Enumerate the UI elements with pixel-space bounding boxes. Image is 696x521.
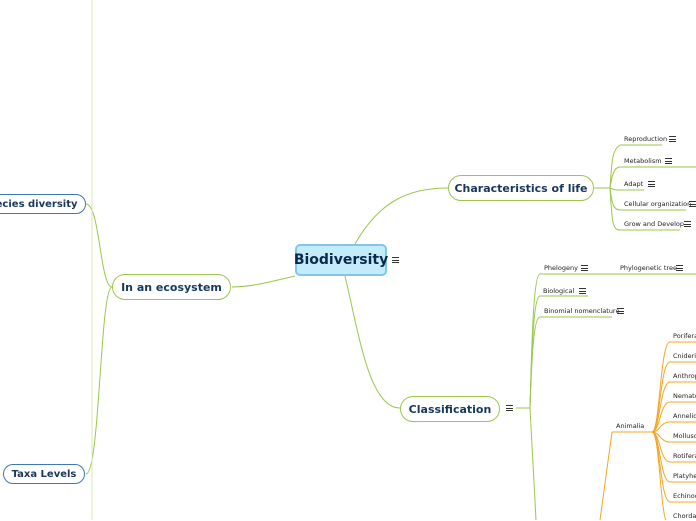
classification-topic[interactable]: Classification (400, 396, 500, 422)
adapt-label: Adapt (624, 180, 644, 188)
phylum-label: Porifera (673, 332, 696, 340)
phylum-item[interactable]: Rotifera (673, 451, 696, 461)
subtopic-biological[interactable]: Biological (543, 286, 574, 296)
binomial-nomenclature-notes-icon[interactable] (617, 308, 624, 314)
phylum-item[interactable]: Mollusc (673, 431, 696, 441)
classification-notes-icon[interactable] (506, 405, 513, 411)
characteristics-label: Characteristics of life (454, 181, 588, 195)
subtopic-cellular-organization[interactable]: Cellular organization (624, 199, 691, 209)
phylogenetic-tree-label: Phylogenetic tree (620, 264, 677, 272)
phylum-item[interactable]: Echinod (673, 491, 696, 501)
phylum-item[interactable]: Nemato (673, 391, 696, 401)
subtopic-phylogenetic-tree[interactable]: Phylogenetic tree (620, 263, 677, 273)
in-ecosystem-topic[interactable]: In an ecosystem (112, 274, 231, 300)
phylum-item[interactable]: Anthrop (673, 371, 696, 381)
cellular-organization-notes-icon[interactable] (689, 201, 696, 207)
biological-label: Biological (543, 287, 575, 295)
species-diversity-label: pecies diversity (0, 198, 78, 210)
phylum-label: Cnideria (673, 352, 696, 360)
subtopic-phelogeny[interactable]: Phelogeny (544, 263, 578, 273)
species-diversity-topic[interactable]: pecies diversity (0, 194, 86, 214)
in-ecosystem-label: In an ecosystem (121, 280, 222, 294)
taxa-levels-topic[interactable]: Taxa Levels (3, 464, 85, 484)
phylum-label: Platyhel (673, 472, 696, 480)
grow-and-develop-notes-icon[interactable] (684, 221, 691, 227)
characteristics-topic[interactable]: Characteristics of life (448, 175, 594, 201)
metabolism-notes-icon[interactable] (665, 158, 672, 164)
animalia-label: Animalia (616, 422, 645, 430)
metabolism-label: Metabolism (624, 157, 662, 165)
grow-and-develop-label: Grow and Develop (624, 220, 684, 228)
phylum-label: Chordat (673, 512, 696, 520)
subtopic-grow-and-develop[interactable]: Grow and Develop (624, 219, 684, 229)
phylum-item[interactable]: Annelid (673, 411, 696, 421)
subtopic-animalia[interactable]: Animalia (616, 421, 644, 431)
phylum-label: Annelid (673, 412, 696, 420)
phelogeny-label: Phelogeny (544, 264, 578, 272)
subtopic-adapt[interactable]: Adapt (624, 179, 643, 189)
classification-label: Classification (408, 402, 492, 416)
binomial-nomenclature-label: Binomial nomenclature (544, 307, 620, 315)
phylum-item[interactable]: Platyhel (673, 471, 696, 481)
biological-notes-icon[interactable] (579, 288, 586, 294)
phylum-item[interactable]: Porifera (673, 331, 696, 341)
root-notes-icon[interactable] (392, 257, 399, 263)
phylum-label: Mollusc (673, 432, 696, 440)
phelogeny-notes-icon[interactable] (581, 265, 588, 271)
root-topic-label: Biodiversity (293, 252, 389, 268)
phylogenetic-tree-notes-icon[interactable] (676, 265, 683, 271)
phylum-label: Anthrop (673, 372, 696, 380)
reproduction-label: Reproduction (624, 135, 668, 143)
phylum-item[interactable]: Chordat (673, 511, 696, 521)
adapt-notes-icon[interactable] (648, 181, 655, 187)
phylum-label: Echinod (673, 492, 696, 500)
root-topic[interactable]: Biodiversity (293, 244, 389, 276)
phylum-label: Rotifera (673, 452, 696, 460)
subtopic-binomial-nomenclature[interactable]: Binomial nomenclature (544, 306, 619, 316)
reproduction-notes-icon[interactable] (669, 136, 676, 142)
cellular-organization-label: Cellular organization (624, 200, 692, 208)
phylum-item[interactable]: Cnideria (673, 351, 696, 361)
phylum-label: Nemato (673, 392, 696, 400)
subtopic-reproduction[interactable]: Reproduction (624, 134, 667, 144)
taxa-levels-label: Taxa Levels (11, 468, 77, 480)
subtopic-metabolism[interactable]: Metabolism (624, 156, 662, 166)
